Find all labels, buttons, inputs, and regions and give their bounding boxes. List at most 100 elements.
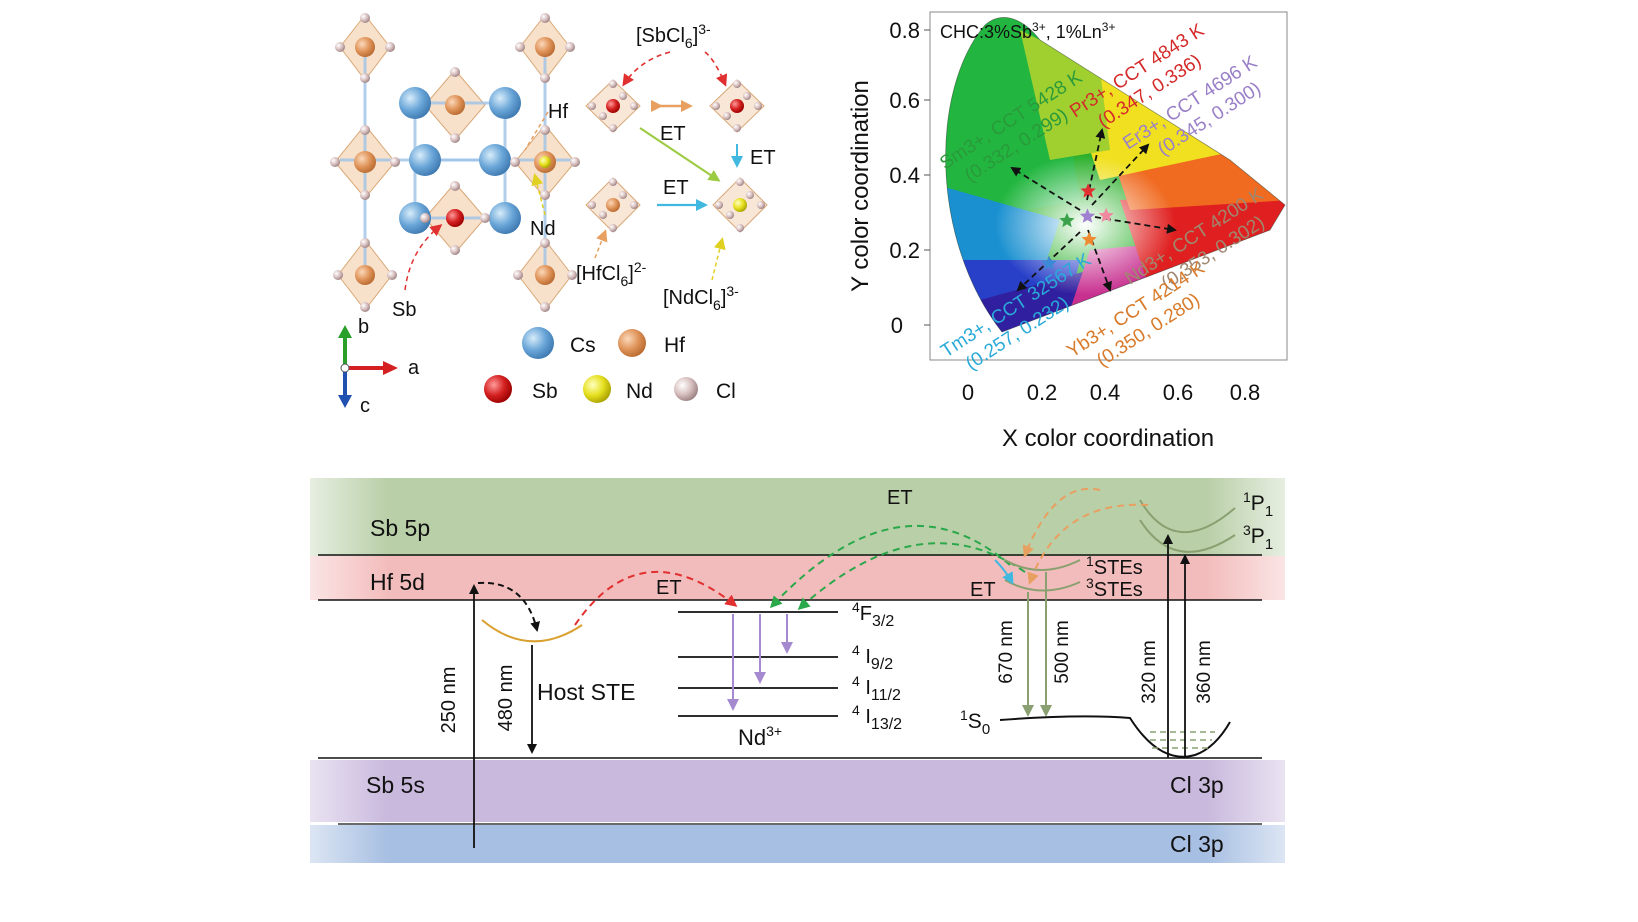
hf-site-label: Hf xyxy=(548,101,568,123)
sb-to-nd-arrow xyxy=(639,127,721,182)
sb-level-3p1: 3P1 xyxy=(1243,522,1273,553)
sbcl6-label: [SbCl6]3- xyxy=(636,21,711,51)
nd-ion-label: Nd3+ xyxy=(738,723,782,750)
et-label-mid: ET xyxy=(656,577,682,599)
legend-label-cl: Cl xyxy=(716,380,736,403)
cluster-ndcl6 xyxy=(712,177,768,233)
cie-title: CHC:3%Sb3+, 1%Ln3+ xyxy=(940,20,1115,42)
host-ste-label: Host STE xyxy=(537,679,635,705)
hfcl6-pointer xyxy=(594,229,608,259)
band-label-cl3p-lower: Cl 3p xyxy=(1170,831,1224,857)
band-label-sb5p: Sb 5p xyxy=(370,515,430,541)
band-label-hf5d: Hf 5d xyxy=(370,569,425,595)
cluster-sbcl6-left xyxy=(585,79,641,133)
legend-swatch-hf xyxy=(618,329,646,357)
vibrational-levels xyxy=(1150,731,1215,749)
nd-site-label: Nd xyxy=(530,218,556,240)
cie-y-ticks: 0.8 0.6 0.4 0.2 0 xyxy=(889,18,920,338)
sb-3p1-curve xyxy=(1139,519,1236,553)
nd-level-4i92: 4 I9/2 xyxy=(852,642,893,673)
ndcl6-pointer xyxy=(711,237,726,281)
x-tick-label: 0.2 xyxy=(1027,380,1058,405)
sb-level-1s0: 1S0 xyxy=(960,707,990,738)
sbcl6-arrow-left xyxy=(622,51,671,87)
et-host-to-nd-arrow xyxy=(574,571,738,626)
wavelength-320: 320 nm xyxy=(1139,640,1160,703)
sb-1s0-curve xyxy=(999,715,1231,758)
hfcl6-label: [HfCl6]2- xyxy=(576,259,647,289)
cie-y-axis-label: Y color coordination xyxy=(847,80,874,292)
hf-callout-line xyxy=(524,111,549,151)
axis-label-c: c xyxy=(360,395,370,417)
legend-label-cs: Cs xyxy=(570,334,596,357)
sb-callout-arrow xyxy=(404,224,443,291)
cie-star-er xyxy=(1079,208,1096,223)
cluster-sbcl6-right xyxy=(709,79,765,133)
cie-star-sm xyxy=(1059,212,1075,228)
wavelength-670: 670 nm xyxy=(996,620,1017,683)
wavelength-250: 250 nm xyxy=(438,667,460,734)
nd-level-4f32: 4F3/2 xyxy=(852,599,894,630)
legend-swatch-cl xyxy=(674,377,698,401)
axis-indicator: b a c xyxy=(338,316,420,417)
legend-label-sb: Sb xyxy=(532,380,558,403)
nd-emission-arrows xyxy=(727,614,793,711)
y-tick-label: 0.2 xyxy=(889,238,920,263)
wavelength-480: 480 nm xyxy=(495,665,517,732)
host-ste-curve xyxy=(481,619,583,643)
sb-1stes-curve xyxy=(1004,559,1081,571)
wavelength-360: 360 nm xyxy=(1194,640,1215,703)
atom-legend: Cs Hf Sb Nd Cl xyxy=(484,327,736,403)
sb-dopant-atom xyxy=(446,209,464,227)
band-cl3p-lower xyxy=(310,825,1285,863)
host-ste-relax-arrow xyxy=(477,581,540,632)
et-sb-to-nd-arrow-2 xyxy=(797,542,1026,611)
band-sb5p xyxy=(310,478,1285,556)
x-tick-label: 0.8 xyxy=(1230,380,1261,405)
sb-1p1-curve xyxy=(1139,499,1236,533)
y-tick-label: 0.8 xyxy=(889,18,920,43)
wavelength-500: 500 nm xyxy=(1052,620,1073,683)
et-label-3: ET xyxy=(663,177,689,199)
cyan-relax-arrow xyxy=(994,559,1014,585)
nd-level-4i112: 4 I11/2 xyxy=(852,673,901,704)
et-label-top: ET xyxy=(887,487,913,509)
y-tick-label: 0 xyxy=(891,313,903,338)
sb-level-1p1: 1P1 xyxy=(1243,489,1273,520)
et-label-right: ET xyxy=(970,579,996,601)
axis-label-b: b xyxy=(358,316,369,338)
cie-data-markers xyxy=(1041,183,1114,270)
cl-atoms xyxy=(330,13,580,312)
cie-boundary xyxy=(945,17,1286,333)
cie-star-pr xyxy=(1080,183,1096,198)
cie-x-axis-label: X color coordination xyxy=(1002,425,1214,452)
legend-label-hf: Hf xyxy=(664,334,685,357)
crystal-structure-panel: Hf Nd Sb b a c xyxy=(330,13,776,417)
band-sb5s xyxy=(310,760,1285,822)
et-sb-to-nd-arrow-1 xyxy=(769,525,1011,609)
et-label-2: ET xyxy=(750,147,776,169)
axis-label-a: a xyxy=(408,357,420,379)
legend-swatch-nd xyxy=(583,375,611,403)
cie-star-tm xyxy=(1041,255,1057,270)
legend-swatch-sb xyxy=(484,375,512,403)
x-tick-label: 0.6 xyxy=(1163,380,1194,405)
sb-level-3stes: 3STEs xyxy=(1086,575,1143,601)
orange-relax-arrow-2 xyxy=(1027,503,1149,585)
et-label-1: ET xyxy=(660,123,686,145)
y-tick-label: 0.4 xyxy=(889,163,920,188)
legend-label-nd: Nd xyxy=(626,380,653,403)
nd-level-4i132: 4 I13/2 xyxy=(852,702,902,733)
band-label-cl3p-upper: Cl 3p xyxy=(1170,772,1224,798)
cie-star-nd xyxy=(1098,207,1114,223)
nd-dopant-atom xyxy=(539,156,551,168)
y-tick-label: 0.6 xyxy=(889,88,920,113)
energy-level-panel: Sb 5p Hf 5d Sb 5s Cl 3p Cl 3p 250 nm 480… xyxy=(310,478,1285,863)
ndcl6-label: [NdCl6]3- xyxy=(663,283,739,313)
legend-swatch-cs xyxy=(522,327,554,359)
x-tick-label: 0 xyxy=(962,380,974,405)
band-label-sb5s: Sb 5s xyxy=(366,772,425,798)
cs-atoms xyxy=(399,87,521,234)
cie-panel: CHC:3%Sb3+, 1%Ln3+ Sm3+, CCT 5428 K (0.3… xyxy=(847,11,1288,452)
